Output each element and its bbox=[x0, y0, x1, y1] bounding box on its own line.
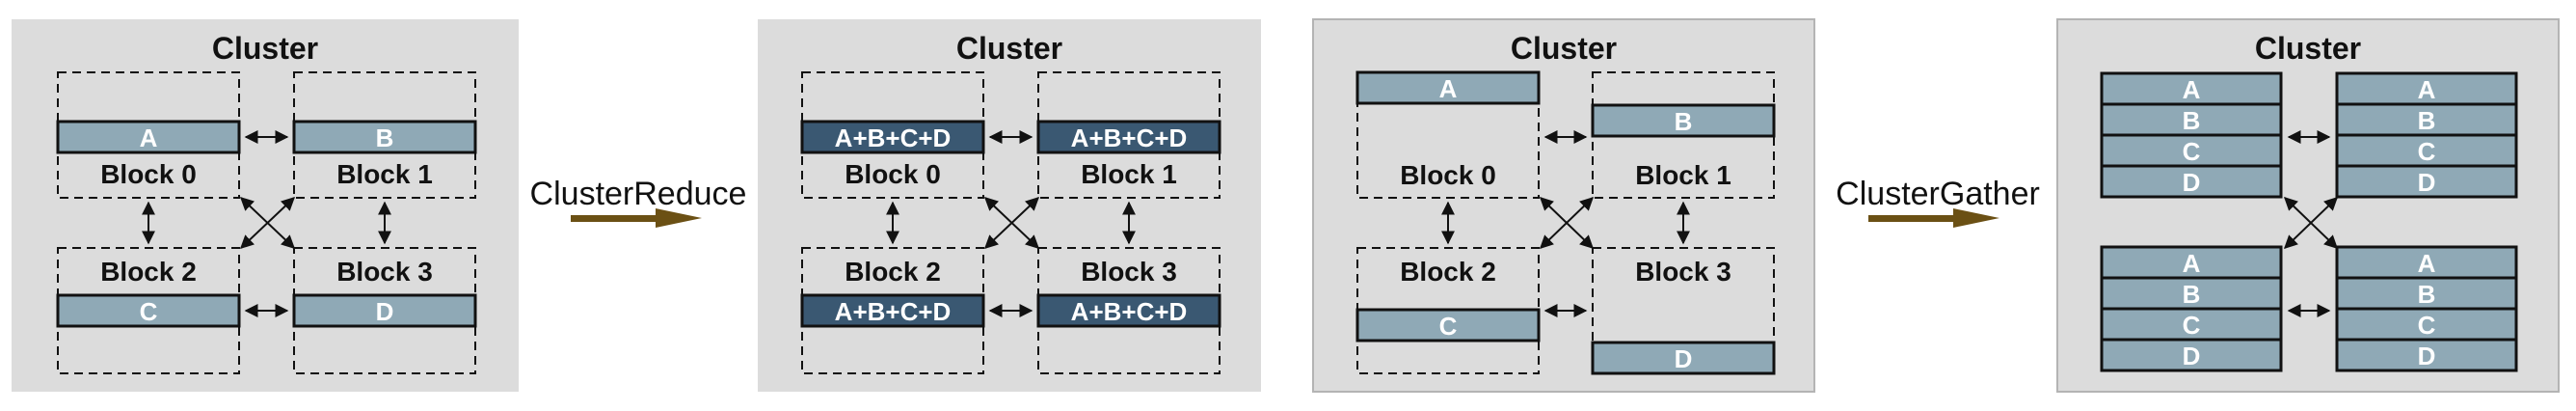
data-bar bbox=[2335, 307, 2518, 342]
block-label: Block 2 bbox=[100, 257, 197, 287]
data-bar-label: C bbox=[2183, 137, 2201, 166]
data-bar-label: B bbox=[2183, 280, 2201, 309]
block-label: Block 0 bbox=[845, 159, 941, 189]
data-bar-label: A bbox=[2183, 249, 2201, 278]
data-bar-label: A bbox=[2418, 249, 2436, 278]
data-bar-label: C bbox=[2183, 311, 2201, 340]
data-bar bbox=[2100, 164, 2283, 199]
panel-1-title: Cluster bbox=[212, 31, 318, 66]
data-bar-label: B bbox=[2183, 106, 2201, 135]
block-label: Block 3 bbox=[336, 257, 433, 287]
data-bar bbox=[1036, 293, 1221, 328]
operation-label-reduce: ClusterReduce bbox=[530, 176, 747, 212]
data-bar-label: C bbox=[140, 297, 158, 326]
data-bar-label: B bbox=[2418, 106, 2436, 135]
data-bar-label: D bbox=[2183, 342, 2201, 370]
cluster-panel-2 bbox=[758, 19, 1261, 392]
data-bar bbox=[2100, 276, 2283, 311]
data-bar-label: D bbox=[2418, 168, 2436, 197]
panel-3-content: A B Block 0 Block 1 Block 2 Block 3 C D bbox=[1355, 70, 1776, 375]
data-bar bbox=[292, 120, 477, 154]
link-arrow bbox=[983, 197, 1040, 249]
data-bar bbox=[1355, 308, 1541, 342]
panel-3-title: Cluster bbox=[1511, 31, 1617, 66]
data-bar-label: A bbox=[1439, 74, 1458, 103]
data-bar bbox=[1591, 341, 1776, 375]
block-label: Block 3 bbox=[1635, 257, 1731, 287]
block-label: Block 0 bbox=[1400, 160, 1496, 190]
data-bar bbox=[2335, 71, 2518, 106]
block-label: Block 1 bbox=[1635, 160, 1731, 190]
data-bar bbox=[2100, 102, 2283, 137]
panel-2-title: Cluster bbox=[956, 31, 1062, 66]
panel-1-content: A B Block 0 Block 1 Block 2 Block 3 C D bbox=[56, 71, 477, 374]
data-bar-label: A+B+C+D bbox=[1071, 123, 1188, 152]
block-label: Block 2 bbox=[845, 257, 941, 287]
block-label: Block 1 bbox=[336, 159, 433, 189]
panel-4-content: A B C D A B C D A B C D A B C D bbox=[2100, 71, 2518, 372]
block-label: Block 0 bbox=[100, 159, 197, 189]
data-bar-label: B bbox=[2418, 280, 2436, 309]
data-bar-label: D bbox=[2418, 342, 2436, 370]
block-label: Block 1 bbox=[1081, 159, 1177, 189]
right-arrow-icon bbox=[1868, 208, 1999, 228]
data-bar-label: D bbox=[1675, 344, 1693, 373]
data-bar bbox=[1036, 120, 1221, 154]
operation-label-gather: ClusterGather bbox=[1836, 176, 2040, 212]
block-label: Block 3 bbox=[1081, 257, 1177, 287]
data-bar-label: B bbox=[1675, 107, 1693, 136]
data-bar-label: A bbox=[140, 123, 158, 152]
data-bar bbox=[2100, 338, 2283, 372]
data-bar-label: A+B+C+D bbox=[835, 123, 952, 152]
data-bar bbox=[2335, 276, 2518, 311]
data-bar-label: A bbox=[2183, 75, 2201, 104]
data-bar bbox=[800, 120, 985, 154]
link-arrow bbox=[239, 197, 296, 249]
data-bar bbox=[2335, 164, 2518, 199]
panel-2-content: A+B+C+D A+B+C+D Block 0 Block 1 Block 2 … bbox=[800, 71, 1221, 374]
link-arrow bbox=[1539, 197, 1595, 249]
data-bar-label: D bbox=[376, 297, 394, 326]
data-bar-label: C bbox=[1439, 312, 1458, 341]
link-arrow bbox=[2283, 197, 2339, 249]
panel-4-title: Cluster bbox=[2255, 31, 2361, 66]
data-bar-label: A bbox=[2418, 75, 2436, 104]
data-bar bbox=[2335, 102, 2518, 137]
cluster-panel-1 bbox=[12, 19, 519, 392]
data-bar-label: C bbox=[2418, 311, 2436, 340]
data-bar-label: D bbox=[2183, 168, 2201, 197]
data-bar bbox=[56, 120, 241, 154]
data-bar-label: C bbox=[2418, 137, 2436, 166]
data-bar bbox=[1355, 70, 1541, 105]
data-bar bbox=[2335, 338, 2518, 372]
data-bar bbox=[2335, 245, 2518, 280]
data-bar bbox=[56, 293, 241, 328]
right-arrow-icon bbox=[571, 208, 702, 228]
data-bar bbox=[292, 293, 477, 328]
data-bar bbox=[1591, 103, 1776, 138]
block-label: Block 2 bbox=[1400, 257, 1496, 287]
data-bar bbox=[2100, 71, 2283, 106]
data-bar bbox=[2100, 307, 2283, 342]
data-bar-label: B bbox=[376, 123, 394, 152]
data-bar-label: A+B+C+D bbox=[1071, 297, 1188, 326]
data-bar-label: A+B+C+D bbox=[835, 297, 952, 326]
data-bar bbox=[800, 293, 985, 328]
